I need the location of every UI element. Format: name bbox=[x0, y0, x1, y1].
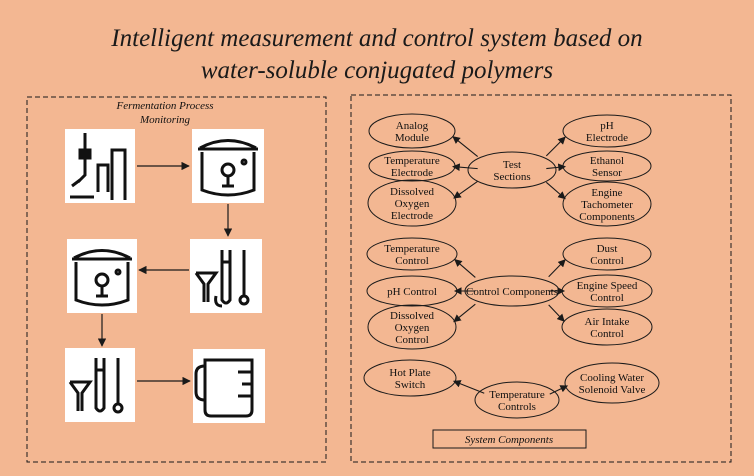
left-panel-border bbox=[26, 96, 327, 463]
title-line-1: Intelligent measurement and control syst… bbox=[111, 25, 643, 52]
control-components-node-3-text: Dust bbox=[597, 243, 618, 255]
temperature-controls-node-0-text: Switch bbox=[395, 379, 426, 391]
system-components-box bbox=[432, 429, 587, 449]
temperature-controls-node-1-text: Solenoid Valve bbox=[579, 384, 646, 396]
temperature-controls-hub-text: Temperature bbox=[489, 389, 545, 401]
test-sections-node-2-text: Oxygen bbox=[395, 198, 430, 210]
beer-tap-icon bbox=[65, 129, 135, 203]
measuring-jug-icon bbox=[193, 349, 265, 423]
title-line-2: water-soluble conjugated polymers bbox=[200, 57, 554, 84]
test-sections-node-3-text: pH bbox=[600, 120, 614, 132]
control-components-node-4-text: Engine Speed bbox=[577, 280, 638, 292]
temperature-controls-hub-text: Controls bbox=[498, 401, 536, 413]
control-components-hub: Control Components bbox=[464, 275, 560, 307]
test-sections-node-1-text: Temperature bbox=[384, 155, 440, 167]
left-panel-title-2: Monitoring bbox=[139, 114, 191, 126]
control-components-node-1-text: pH Control bbox=[387, 286, 437, 298]
test-sections-node-4-text: Ethanol bbox=[590, 155, 624, 167]
test-sections-node-2-text: Electrode bbox=[391, 210, 433, 222]
test-sections-node-5-text: Components bbox=[579, 211, 635, 223]
test-sections-node-5-text: Engine bbox=[591, 187, 622, 199]
left-flow-arrows bbox=[97, 161, 233, 386]
control-components-node-3-text: Control bbox=[590, 255, 624, 267]
system-components-label: System Components bbox=[465, 434, 553, 446]
test-sections-node-2-text: Dissolved bbox=[390, 186, 435, 198]
test-sections-node-1-text: Electrode bbox=[391, 167, 433, 179]
control-components-node-4-text: Control bbox=[590, 292, 624, 304]
fermenter-icon-2 bbox=[67, 239, 137, 313]
fermenter-icon bbox=[192, 129, 264, 203]
node-layer: TestSectionsAnalogModuleTemperatureElect… bbox=[363, 113, 660, 419]
test-sections-node-5-text: Tachometer bbox=[581, 199, 633, 211]
test-sections-node-3-text: Electrode bbox=[586, 132, 628, 144]
control-components-node-2-text: Dissolved bbox=[390, 310, 435, 322]
test-sections-node-4-text: Sensor bbox=[592, 167, 622, 179]
control-components-node-2-text: Oxygen bbox=[395, 322, 430, 334]
lab-tools-icon bbox=[190, 239, 262, 313]
control-components-node-0-text: Temperature bbox=[384, 243, 440, 255]
control-components-node-1: pH Control bbox=[366, 275, 458, 307]
test-sections-hub-text: Sections bbox=[493, 171, 530, 183]
control-components-node-5-text: Control bbox=[590, 328, 624, 340]
test-sections-node-0-text: Analog bbox=[396, 120, 429, 132]
control-components-node-2-text: Control bbox=[395, 334, 429, 346]
test-sections-node-0-text: Module bbox=[395, 132, 429, 144]
right-panel-border bbox=[350, 94, 732, 463]
lab-tools-icon-2 bbox=[65, 348, 135, 422]
left-panel-title-1: Fermentation Process bbox=[115, 100, 213, 112]
temperature-controls-node-0-text: Hot Plate bbox=[389, 367, 430, 379]
control-components-node-5-text: Air Intake bbox=[585, 316, 630, 328]
temperature-controls-node-1-text: Cooling Water bbox=[580, 372, 644, 384]
control-components-node-0-text: Control bbox=[395, 255, 429, 267]
test-sections-hub-text: Test bbox=[503, 159, 521, 171]
control-components-hub-text: Control Components bbox=[466, 286, 558, 298]
